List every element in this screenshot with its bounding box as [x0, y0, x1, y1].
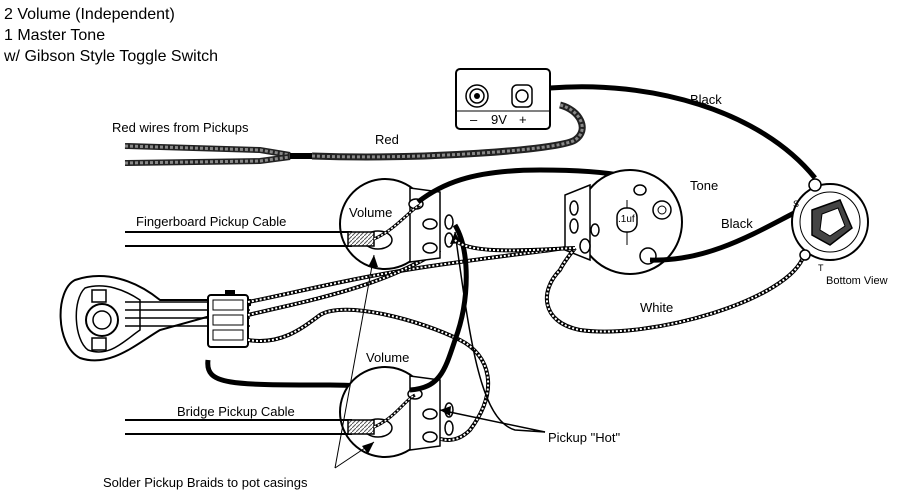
label-jack-tip: T: [818, 263, 824, 273]
label-volume-bottom: Volume: [366, 350, 410, 365]
label-black-mid: Black: [721, 216, 753, 231]
battery-voltage-label: 9V: [491, 112, 507, 127]
title-line-3: w/ Gibson Style Toggle Switch: [4, 48, 219, 65]
label-bottom-view: Bottom View: [826, 275, 888, 287]
black-wire-top: [549, 84, 817, 180]
title-line-1: 2 Volume (Independent): [4, 6, 175, 23]
label-red-wires: Red wires from Pickups: [112, 120, 249, 135]
label-bridge-cable: Bridge Pickup Cable: [177, 404, 295, 419]
label-capacitor: .1uf: [618, 214, 635, 225]
title-line-2: 1 Master Tone: [4, 27, 106, 44]
red-wires: [124, 101, 586, 166]
label-tone: Tone: [690, 178, 719, 193]
toggle-switch: [59, 275, 251, 362]
label-white: White: [640, 300, 674, 315]
label-solder-braids: Solder Pickup Braids to pot casings: [103, 475, 308, 490]
battery-plus-label: +: [519, 112, 527, 127]
label-jack-sleeve: S: [793, 199, 800, 209]
battery-minus-label: –: [470, 112, 478, 127]
label-fingerboard-cable: Fingerboard Pickup Cable: [136, 214, 287, 229]
output-jack: [791, 178, 869, 261]
battery-box: [455, 68, 551, 130]
label-red: Red: [375, 132, 399, 147]
tone-pot: [564, 169, 683, 275]
label-pickup-hot: Pickup "Hot": [548, 430, 621, 445]
label-black-top: Black: [690, 92, 722, 107]
label-volume-top: Volume: [349, 205, 393, 220]
